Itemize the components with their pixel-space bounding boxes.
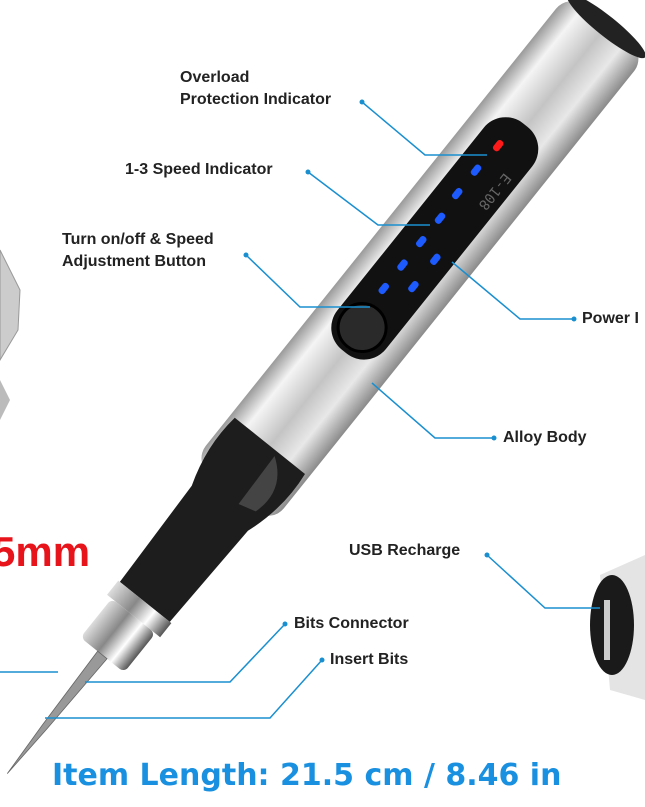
- callout-text: Overload: [180, 69, 250, 86]
- callout-dots: [243, 99, 577, 663]
- power-button: [336, 302, 388, 354]
- grip: [119, 417, 305, 622]
- callout-power: Power I: [582, 310, 639, 327]
- callout-usb-recharge: USB Recharge: [349, 542, 461, 559]
- partial-accessory-left-lower: [0, 380, 10, 420]
- item-length-text: Item Length: 21.5 cm / 8.46 in: [52, 758, 562, 793]
- callout-text: Protection Indicator: [180, 91, 332, 108]
- callout-overload-protection: Overload Protection Indicator: [180, 67, 331, 111]
- callout-insert-bits: Insert Bits: [330, 651, 409, 668]
- callout-bits-connector: Bits Connector: [294, 615, 409, 632]
- partial-accessory-left: [0, 249, 21, 361]
- callout-power-button: Turn on/off & Speed Adjustment Button: [62, 229, 214, 273]
- size-label: 5mm: [0, 528, 91, 575]
- bits-connector-collar: [107, 580, 172, 638]
- speed-leds: [378, 164, 482, 295]
- display-panel: [331, 117, 539, 360]
- overload-led: [492, 140, 504, 152]
- callout-lines: [0, 101, 600, 719]
- callout-text: Adjustment Button: [62, 253, 206, 270]
- insert-bit: [6, 650, 108, 774]
- callout-alloy-body: Alloy Body: [503, 429, 587, 446]
- usb-port-closeup: [590, 555, 645, 700]
- callout-speed-indicator: 1-3 Speed Indicator: [125, 161, 273, 178]
- callout-text: Turn on/off & Speed: [62, 231, 214, 248]
